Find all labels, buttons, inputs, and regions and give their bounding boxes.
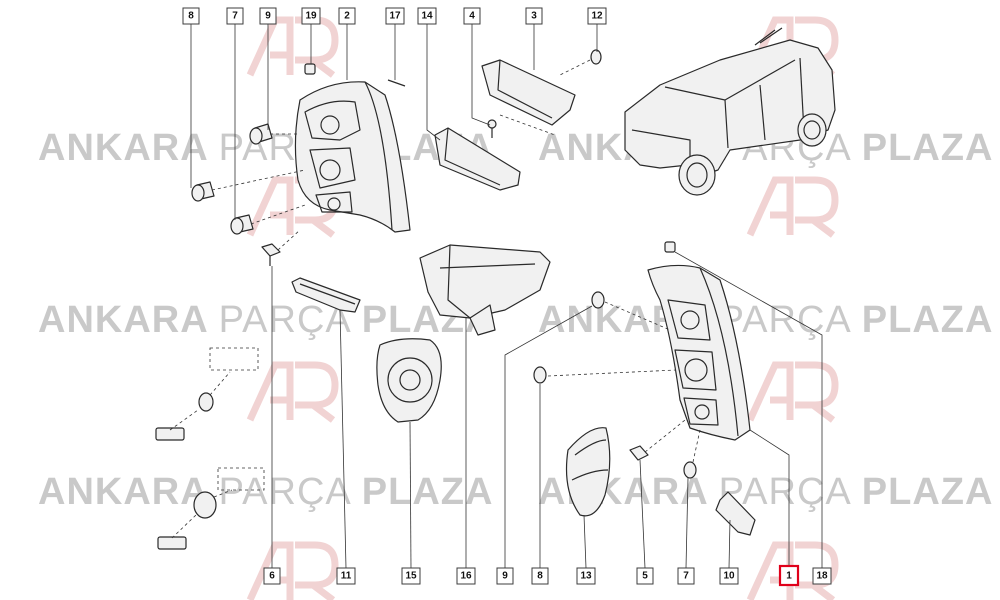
svg-text:17: 17	[389, 11, 401, 22]
label-6[interactable]: 6	[263, 567, 281, 585]
top-labels: 8 7 9 19 2 17 14 4 3 12	[182, 7, 607, 25]
label-19[interactable]: 19	[301, 7, 321, 25]
svg-text:1: 1	[786, 571, 792, 582]
bulb-icon	[683, 461, 697, 479]
bulb-icon	[198, 392, 214, 412]
bulb-icon	[590, 49, 602, 65]
svg-text:11: 11	[341, 571, 352, 582]
label-8[interactable]: 8	[531, 567, 549, 585]
label-2[interactable]: 2	[338, 7, 356, 25]
rear-fog-lamp	[376, 338, 442, 423]
logo-watermark	[746, 176, 839, 238]
label-5[interactable]: 5	[636, 567, 654, 585]
reflector	[715, 491, 756, 536]
svg-text:13: 13	[580, 571, 592, 582]
label-3[interactable]: 3	[525, 7, 543, 25]
reflector-strip	[434, 127, 521, 191]
screw-icon	[304, 63, 316, 75]
clip-icon	[261, 243, 281, 266]
left-tail-lamp	[294, 81, 411, 233]
car-illustration	[624, 27, 836, 196]
svg-text:19: 19	[305, 11, 317, 22]
side-marker	[291, 277, 361, 313]
svg-text:3: 3	[531, 11, 537, 22]
clear-lens	[565, 427, 611, 517]
logo-watermark	[746, 361, 839, 423]
label-7[interactable]: 7	[226, 7, 244, 25]
bulb-icon	[191, 181, 215, 202]
svg-text:16: 16	[460, 571, 472, 582]
logo-watermark	[246, 16, 339, 78]
logo-watermark	[246, 176, 339, 238]
svg-text:9: 9	[502, 571, 508, 582]
svg-text:6: 6	[269, 571, 275, 582]
label-13[interactable]: 13	[576, 567, 596, 585]
label-9[interactable]: 9	[259, 7, 277, 25]
label-8[interactable]: 8	[182, 7, 200, 25]
label-4[interactable]: 4	[463, 7, 481, 25]
label-16[interactable]: 16	[456, 567, 476, 585]
svg-text:15: 15	[405, 571, 417, 582]
svg-text:4: 4	[469, 11, 475, 22]
svg-text:8: 8	[537, 571, 543, 582]
bulb-icon	[591, 291, 605, 309]
label-15[interactable]: 15	[401, 567, 421, 585]
clip-icon	[629, 445, 649, 461]
bulb-icon	[230, 214, 254, 235]
logo-watermark	[246, 361, 339, 423]
label-1-highlighted[interactable]: 1	[778, 564, 800, 587]
bottom-labels: 6 11 15 16 9 8 13 5 7 10 1 18	[263, 564, 832, 587]
svg-text:18: 18	[816, 571, 828, 582]
label-14[interactable]: 14	[417, 7, 437, 25]
label-11[interactable]: 11	[336, 567, 356, 585]
bulb-icon	[193, 491, 217, 519]
clip-icon	[664, 241, 676, 253]
svg-text:2: 2	[344, 11, 350, 22]
logo-watermark	[246, 541, 339, 600]
label-10[interactable]: 10	[719, 567, 739, 585]
svg-text:7: 7	[232, 11, 238, 22]
bulb-icon	[249, 123, 273, 145]
svg-text:8: 8	[188, 11, 194, 22]
left-bulbs	[191, 63, 406, 266]
svg-text:5: 5	[642, 571, 648, 582]
svg-text:14: 14	[421, 11, 433, 22]
bulb-icon	[533, 366, 547, 384]
right-bulbs	[533, 241, 701, 479]
label-17[interactable]: 17	[385, 7, 405, 25]
right-tail-lamp	[647, 264, 751, 441]
bulb-detail-lower	[157, 467, 265, 550]
svg-text:12: 12	[591, 11, 603, 22]
label-9[interactable]: 9	[496, 567, 514, 585]
svg-text:10: 10	[723, 571, 735, 582]
gasket-icon	[387, 79, 406, 87]
svg-text:7: 7	[683, 571, 689, 582]
label-12[interactable]: 12	[587, 7, 607, 25]
leader-lines	[190, 24, 823, 569]
fog-lamp	[419, 244, 551, 336]
bulb-detail-upper	[155, 347, 259, 441]
logo-watermarks	[246, 16, 839, 600]
label-7[interactable]: 7	[677, 567, 695, 585]
plate-lamp	[481, 49, 602, 138]
svg-text:9: 9	[265, 11, 271, 22]
label-18[interactable]: 18	[812, 567, 832, 585]
